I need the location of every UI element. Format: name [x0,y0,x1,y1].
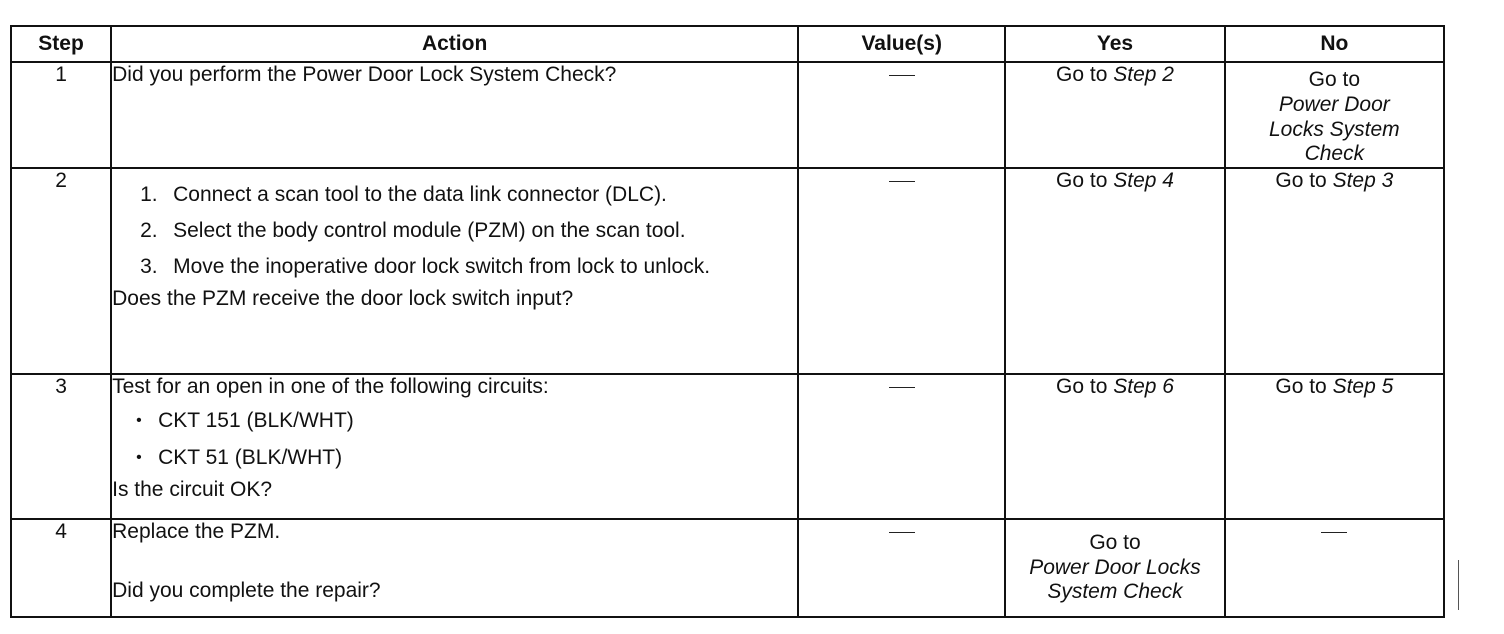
step-index: 1. [140,183,158,207]
list-item: • CKT 151 (BLK/WHT) [136,409,797,434]
value-dash [888,181,915,183]
no-target-link: Step 5 [1332,375,1394,399]
step-number: 2 [9,167,113,376]
yes-prefix: Go to [1056,375,1108,399]
header-step: Step [9,25,113,63]
header-row: Step Action Value(s) Yes No [9,25,1446,63]
no-cell: Go to Step 3 [1223,167,1446,376]
circuit-list: • CKT 151 (BLK/WHT) • CKT 51 (BLK/WHT) [112,409,797,471]
value-cell [797,167,1007,376]
step-index: 3. [140,254,158,278]
numbered-step: 3. Move the inoperative door lock switch… [140,255,797,280]
yes-target-link: Step 4 [1113,169,1174,193]
step-text: Connect a scan tool to the data link con… [173,183,667,207]
yes-cell: Go to Step 6 [1004,373,1226,521]
yes-target-link: Power Door Locks System Check [1029,555,1201,604]
no-cell: Go to Step 5 [1223,373,1446,521]
action-intro: Replace the PZM. [112,520,281,544]
value-dash [888,387,915,389]
action-intro: Test for an open in one of the following… [112,375,549,399]
action-cell: Replace the PZM. Did you complete the re… [110,518,800,619]
action-question: Is the circuit OK? [112,478,273,502]
header-action: Action [110,25,800,63]
yes-prefix: Go to [1089,530,1141,554]
bullet-icon: • [136,411,142,429]
action-question: Did you perform the Power Door Lock Syst… [112,63,617,86]
action-cell: Did you perform the Power Door Lock Syst… [110,60,800,170]
numbered-step: 2. Select the body control module (PZM) … [140,219,797,244]
step-text: Select the body control module (PZM) on … [173,218,686,242]
step-number: 4 [9,518,113,619]
table-row-step-4: 4 Replace the PZM. Did you complete the … [9,518,1446,619]
action-question: Did you complete the repair? [112,578,381,602]
no-prefix: Go to [1275,375,1327,399]
step-number: 3 [9,373,113,521]
value-dash [888,74,915,76]
step-number: 1 [9,60,113,170]
no-target-link: Step 3 [1332,169,1394,193]
yes-target-link: Step 6 [1113,375,1174,399]
yes-prefix: Go to [1056,63,1108,86]
value-cell [797,60,1007,170]
header-no: No [1223,25,1446,63]
no-dash [1321,532,1348,534]
value-cell [797,373,1007,521]
no-cell [1223,518,1446,619]
header-values: Value(s) [797,25,1007,63]
circuit-label: CKT 51 (BLK/WHT) [158,445,343,469]
numbered-step: 1. Connect a scan tool to the data link … [140,183,797,208]
header-yes: Yes [1004,25,1226,63]
no-cell: Go to Power Door Locks System Check [1223,60,1446,170]
circuit-label: CKT 151 (BLK/WHT) [158,408,354,432]
bullet-icon: • [136,448,142,466]
yes-cell: Go to Step 2 [1004,60,1226,170]
list-item: • CKT 51 (BLK/WHT) [136,446,797,471]
step-index: 2. [140,218,158,242]
yes-prefix: Go to [1056,169,1108,193]
value-cell [797,518,1007,619]
yes-cell: Go to Step 4 [1004,167,1226,376]
action-cell: Test for an open in one of the following… [110,373,800,521]
margin-rule [1458,560,1459,610]
no-prefix: Go to [1275,169,1327,193]
table-row-step-1: 1 Did you perform the Power Door Lock Sy… [9,60,1446,170]
numbered-steps: 1. Connect a scan tool to the data link … [112,183,797,279]
yes-target-link: Step 2 [1113,63,1174,86]
value-dash [888,532,915,534]
yes-cell: Go to Power Door Locks System Check [1004,518,1226,619]
action-cell: 1. Connect a scan tool to the data link … [110,167,800,376]
table-row-step-3: 3 Test for an open in one of the followi… [9,373,1446,521]
diagnostic-table: Step Action Value(s) Yes No 1 Did you pe… [9,25,1446,619]
action-question: Does the PZM receive the door lock switc… [112,287,574,311]
no-target-link: Power Door Locks System Check [1268,92,1400,166]
table-row-step-2: 2 1. Connect a scan tool to the data lin… [9,167,1446,376]
no-prefix: Go to [1308,68,1361,91]
step-text: Move the inoperative door lock switch fr… [173,254,711,278]
